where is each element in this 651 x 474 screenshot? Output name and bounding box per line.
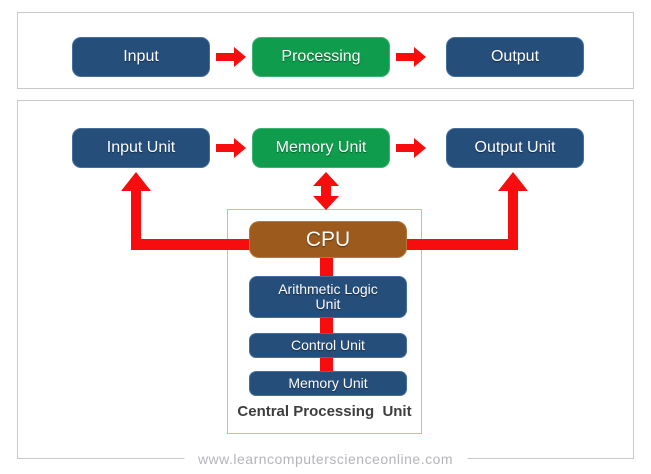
unit-node-output: Output Unit (446, 128, 584, 168)
double-arrow-vertical-icon (313, 172, 339, 210)
connector-alu-control (320, 316, 333, 335)
connector-control-memory (320, 356, 333, 373)
arrow-up-left-icon (121, 172, 151, 250)
watermark-text: www.learncomputerscienceonline.com (183, 449, 468, 469)
flow-node-input: Input (72, 37, 210, 77)
unit-node-input: Input Unit (72, 128, 210, 168)
connector-cpu-alu (320, 256, 333, 278)
arrow-right-icon (396, 138, 426, 158)
flow-node-output: Output (446, 37, 584, 77)
flow-node-processing: Processing (252, 37, 390, 77)
arrow-right-icon (216, 138, 246, 158)
cpu-group-outline (227, 209, 422, 434)
alu-node: Arithmetic Logic Unit (249, 276, 407, 318)
arrow-up-right-icon (498, 172, 528, 250)
unit-node-memory: Memory Unit (252, 128, 390, 168)
cpu-memory-unit-node: Memory Unit (249, 371, 407, 396)
cpu-group-caption: Central Processing Unit (237, 403, 412, 420)
arrow-right-icon (396, 47, 426, 67)
cpu-node: CPU (249, 221, 407, 258)
control-unit-node: Control Unit (249, 333, 407, 358)
arrow-right-icon (216, 47, 246, 67)
